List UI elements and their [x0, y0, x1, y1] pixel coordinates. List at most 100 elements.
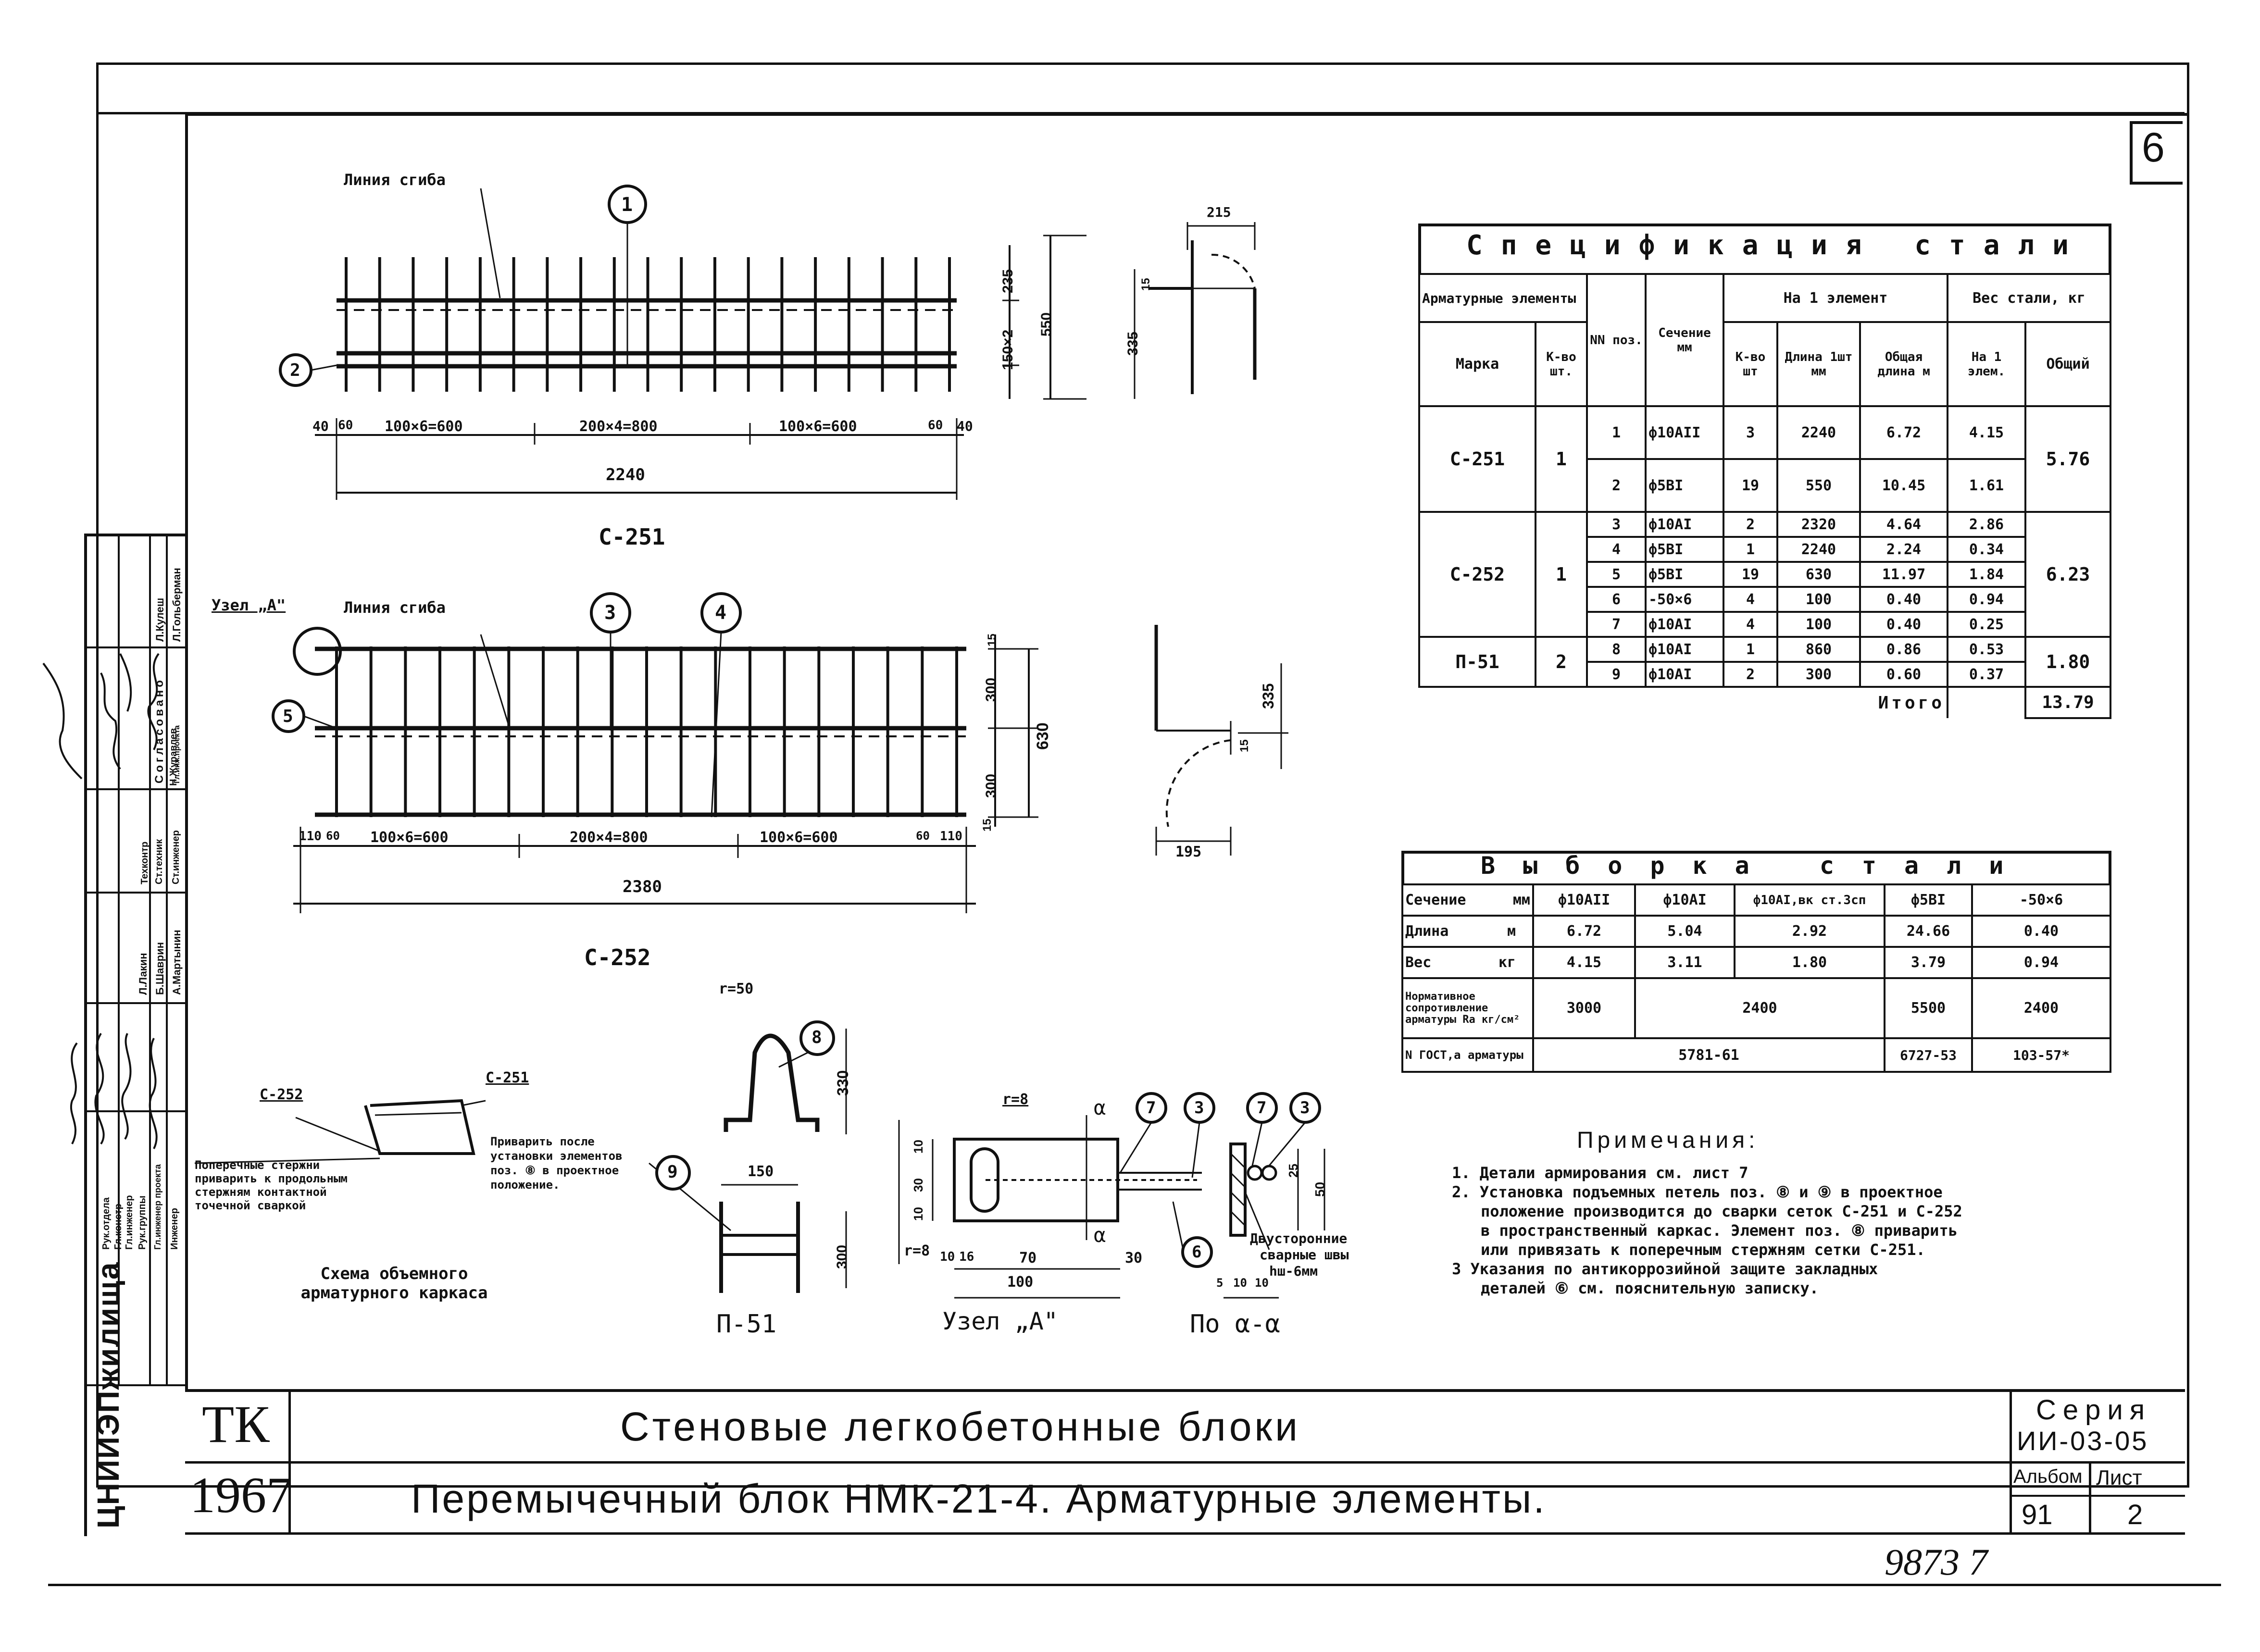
note-line: 3 Указания по антикоррозийной защите зак… — [1452, 1260, 1878, 1278]
side-name-5: Л.Кулеш — [154, 597, 166, 642]
spec-header-weight-total: Общий — [2024, 321, 2111, 407]
node-a-section-top: α — [1094, 1096, 1106, 1119]
series-label: Серия — [2036, 1394, 2152, 1426]
p51-pos-9: 9 — [667, 1162, 678, 1182]
sample-gost-3: 103-57* — [1971, 1037, 2111, 1073]
note-line: деталей ⑥ см. пояснительную записку. — [1481, 1279, 1819, 1297]
scheme-note-right-line: поз. ⑧ в проектное — [490, 1164, 619, 1177]
spec-cell: 1 — [1723, 636, 1778, 663]
sample-col-1: ф10АII — [1532, 883, 1636, 917]
spec-cell: 8 — [1586, 636, 1647, 663]
node-a-radius-1: r=8 — [1002, 1091, 1029, 1108]
scheme-note-right: Приварить после установки элементов поз.… — [490, 1134, 623, 1192]
title-block — [185, 1389, 2185, 1546]
side-name-3: Б.Шаврин — [154, 942, 166, 995]
sample-resist-1: 3000 — [1532, 977, 1636, 1039]
scheme-note-right-line: Приварить после — [490, 1135, 595, 1148]
notes-list: 1. Детали армирования см. лист 7 2. Уста… — [1452, 1163, 1962, 1298]
sample-resist-3: 5500 — [1884, 977, 1973, 1039]
p51-width: 150 — [748, 1163, 774, 1180]
c251-fold-line-label: Линия сгиба — [344, 171, 446, 189]
c252-dim-15-top: 15 — [986, 633, 999, 646]
c251-dim-150x2: 150×2 — [1000, 329, 1016, 370]
side-role-1: Рук.отдела — [101, 1197, 112, 1250]
spec-cell: -50×6 — [1645, 586, 1724, 613]
spec-cell: 11.97 — [1859, 561, 1948, 588]
spec-header-elements: Арматурные элементы — [1418, 273, 1588, 323]
note-line: 2. Установка подъемных петель поз. ⑧ и ⑨… — [1452, 1183, 1943, 1201]
side-role-3: Гл.инженер — [124, 1195, 135, 1250]
c251-dim-15: 15 — [1139, 278, 1152, 291]
node-a-pos-6: 6 — [1192, 1242, 1202, 1262]
node-a-pos-7: 7 — [1146, 1098, 1156, 1118]
c252-mesh — [315, 646, 966, 817]
scheme-label-c251: С-251 — [486, 1069, 529, 1086]
weld-note-line: сварные швы — [1260, 1247, 1349, 1263]
p51-pos-8: 8 — [812, 1028, 822, 1047]
sample-table: Сечение мм ф10АII ф10АI ф10АI,вк ст.3сп … — [1401, 883, 2111, 1073]
section-aa-pos-3: 3 — [1300, 1098, 1310, 1118]
spec-table-title: Спецификация стали — [1466, 230, 2087, 261]
title-block-sep-2 — [2010, 1389, 2012, 1533]
sample-col-2: ф10АI — [1634, 883, 1736, 917]
c252-dim-60-left: 60 — [326, 829, 340, 843]
side-name-4: Л.Лакин — [137, 953, 149, 995]
c251-dim-550: 550 — [1038, 312, 1054, 336]
sample-length-1: 6.72 — [1532, 915, 1636, 948]
spec-cell: 2 — [1723, 511, 1778, 538]
spec-cell: 0.37 — [1947, 661, 2026, 688]
spec-cell: 4 — [1723, 586, 1778, 613]
note-line: в пространственный каркас. Элемент поз. … — [1481, 1221, 1958, 1240]
spec-cell: ф10АI — [1645, 611, 1724, 638]
c252-dim-15-bottom: 15 — [981, 819, 994, 832]
spec-cell: 10.45 — [1859, 458, 1948, 513]
section-aa-pos-7: 7 — [1257, 1098, 1267, 1118]
sample-weight-label: Вес — [1405, 954, 1432, 971]
spec-cell: 0.60 — [1859, 661, 1948, 688]
spec-cell: ф10АI — [1645, 636, 1724, 663]
spec-cell: ф10АI — [1645, 511, 1724, 538]
spec-cell: 1 — [1586, 405, 1647, 460]
sample-length-label: Длина — [1405, 923, 1449, 940]
spec-cell: ф10АI — [1645, 661, 1724, 688]
spec-cell: 19 — [1723, 458, 1778, 513]
sample-table-title: Выборка стали — [1481, 852, 2032, 880]
spec-cell: ф10АII — [1645, 405, 1724, 460]
spec-cell: 2240 — [1776, 405, 1861, 460]
spec-cell: 4 — [1586, 536, 1647, 563]
sheet-number-box — [2130, 121, 2183, 185]
sample-length-3: 2.92 — [1734, 915, 1885, 948]
spec-mark-qty: 2 — [1535, 636, 1588, 688]
spec-mark: С-251 — [1418, 405, 1536, 513]
scheme-note-right-line: установки элементов — [490, 1149, 623, 1163]
c252-dim-segment-3: 100×6=600 — [760, 829, 838, 846]
spec-total-spacer — [1948, 687, 2025, 718]
side-role-6: Инженер — [169, 1208, 180, 1250]
sample-resist-label: Нормативное сопротивление арматуры Rа кг… — [1401, 977, 1534, 1039]
note-line: или привязать к поперечным стержням сетк… — [1481, 1241, 1925, 1259]
title-year: 1967 — [190, 1467, 292, 1523]
weld-note-line: Двусторонние — [1250, 1230, 1348, 1246]
spec-header-qty: К-во шт. — [1535, 321, 1588, 407]
side-stamp-col-2 — [149, 534, 151, 1384]
c252-pos-3: 3 — [604, 602, 616, 624]
c252-dim-segment-1: 100×6=600 — [370, 829, 449, 846]
top-rule — [96, 112, 2185, 114]
node-a-dim-100: 100 — [1007, 1274, 1034, 1291]
sample-header-section: Сечение мм — [1401, 883, 1534, 917]
side-approved: Согласовано — [153, 677, 166, 783]
p51-height: 330 — [834, 1070, 851, 1096]
spec-weight-total: 6.23 — [2024, 511, 2111, 638]
spec-cell: 9 — [1586, 661, 1647, 688]
section-aa-dim-50: 50 — [1312, 1181, 1327, 1197]
spec-cell: 0.94 — [1947, 586, 2026, 613]
node-a-dim-70: 70 — [1019, 1250, 1037, 1267]
spec-cell: 6.72 — [1859, 405, 1948, 460]
series-value: ИИ-03-05 — [2017, 1426, 2149, 1456]
section-aa-title: По α-α — [1190, 1310, 1280, 1339]
scheme-title: Схема объемного арматурного каркаса — [226, 1264, 562, 1303]
spec-cell: 550 — [1776, 458, 1861, 513]
spec-cell: 5 — [1586, 561, 1647, 588]
